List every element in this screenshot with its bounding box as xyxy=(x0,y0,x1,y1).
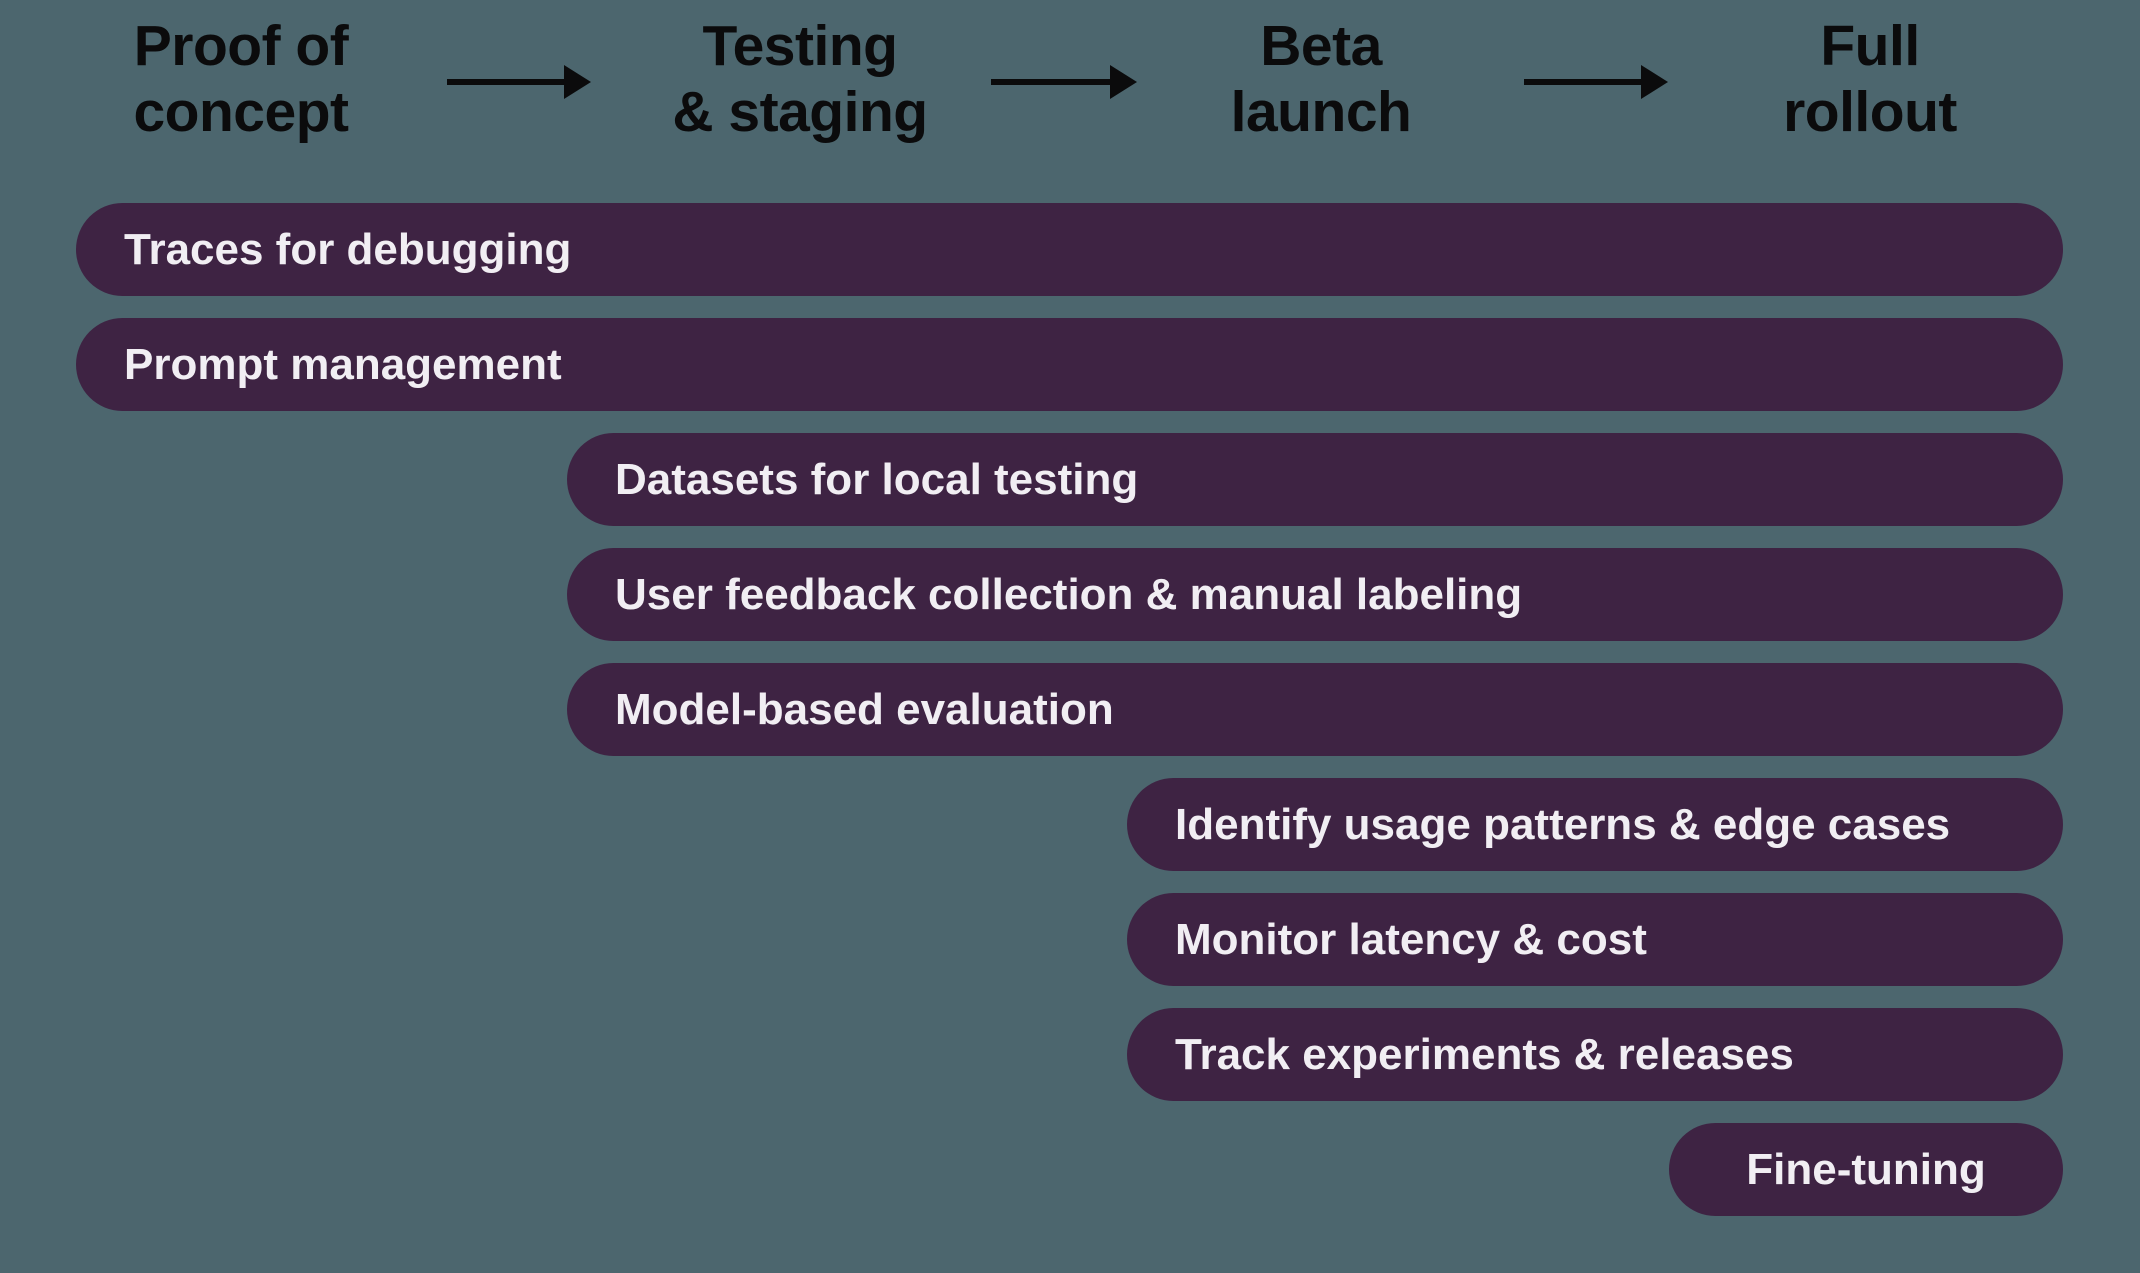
arrow-right-icon xyxy=(1524,79,1642,85)
bar-label: Identify usage patterns & edge cases xyxy=(1175,799,1951,849)
timeline-bar: Datasets for local testing xyxy=(567,433,2063,526)
phase-header-beta-launch: Beta launch xyxy=(1101,13,1541,145)
timeline-bar: User feedback collection & manual labeli… xyxy=(567,548,2063,641)
bar-label: Fine-tuning xyxy=(1746,1144,1986,1194)
phase-label-line: Proof of xyxy=(133,14,349,78)
bar-label: Track experiments & releases xyxy=(1175,1029,1794,1079)
timeline-bar: Prompt management xyxy=(76,318,2063,411)
phase-label-line: launch xyxy=(1230,80,1412,144)
bar-label: User feedback collection & manual labeli… xyxy=(615,569,1523,619)
timeline-bar: Track experiments & releases xyxy=(1127,1008,2063,1101)
phase-label-line: Full xyxy=(1820,14,1920,78)
arrow-right-icon xyxy=(447,79,565,85)
bar-label: Model-based evaluation xyxy=(615,684,1114,734)
timeline-bar: Identify usage patterns & edge cases xyxy=(1127,778,2063,871)
phase-label-line: Beta xyxy=(1260,14,1382,78)
phase-label-line: concept xyxy=(133,80,349,144)
bar-label: Datasets for local testing xyxy=(615,454,1139,504)
phase-label-line: & staging xyxy=(672,80,928,144)
phase-header-testing-staging: Testing & staging xyxy=(580,13,1020,145)
bar-label: Prompt management xyxy=(124,339,562,389)
phase-header-proof-of-concept: Proof of concept xyxy=(21,13,461,145)
bar-label: Monitor latency & cost xyxy=(1175,914,1647,964)
timeline-bar: Model-based evaluation xyxy=(567,663,2063,756)
timeline-bar: Monitor latency & cost xyxy=(1127,893,2063,986)
phase-label-line: Testing xyxy=(702,14,898,78)
phase-header-full-rollout: Full rollout xyxy=(1650,13,2090,145)
timeline-bar: Traces for debugging xyxy=(76,203,2063,296)
arrow-right-icon xyxy=(991,79,1111,85)
phase-label-line: rollout xyxy=(1783,80,1957,144)
timeline-bar: Fine-tuning xyxy=(1669,1123,2063,1216)
bar-label: Traces for debugging xyxy=(124,224,572,274)
